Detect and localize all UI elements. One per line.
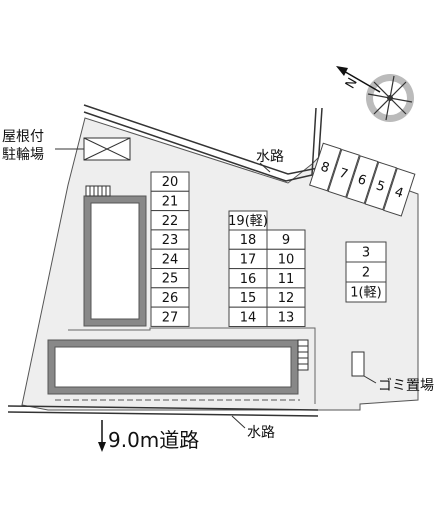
parking-slot-25-label: 25 <box>162 272 179 287</box>
waterway-bottom-label: 水路 <box>247 425 275 441</box>
parking-slot-5 <box>364 161 397 211</box>
parking-slot-23-label: 23 <box>162 233 179 248</box>
waterway-top-label: 水路 <box>256 149 284 165</box>
building-small <box>83 185 147 327</box>
building-main <box>47 339 309 401</box>
parking-slot-9-label: 9 <box>282 233 290 248</box>
parking-slot-21-label: 21 <box>162 194 179 209</box>
parking-slot-12-label: 12 <box>278 291 295 306</box>
parking-slot-4 <box>383 167 416 217</box>
parking-slot-labels: 202122232425262719(軽)1817161514910111213… <box>162 160 405 326</box>
parking-slot-6 <box>346 155 379 205</box>
bike-parking-area <box>83 137 131 161</box>
site-lot <box>21 117 419 411</box>
parking-slot-11-label: 11 <box>278 272 295 287</box>
parking-slot-c2 <box>345 281 387 303</box>
parking-slot-8-box <box>309 142 342 192</box>
parking-slot-14-label: 14 <box>240 310 257 325</box>
road-arrow <box>98 420 106 452</box>
parking-slot-7 <box>327 148 360 198</box>
parking-slot-c2-label: 1(軽) <box>350 286 381 301</box>
parking-slot-26-label: 26 <box>162 291 179 306</box>
parking-slot-19-label: 19(軽) <box>228 214 268 229</box>
parking-slot-4-box <box>383 167 416 217</box>
parking-slot-7-box <box>327 148 360 198</box>
garbage-area <box>351 351 365 377</box>
parking-slot-18-label: 18 <box>240 233 257 248</box>
parking-slot-27 <box>150 306 190 327</box>
parking-slot-13-label: 13 <box>278 310 295 325</box>
parking-slot-27-box <box>150 306 190 327</box>
bike-parking-label-line2: 駐輪場 <box>2 147 44 163</box>
parking-slot-13 <box>266 306 306 328</box>
road-label: 9.0m道路 <box>108 428 200 452</box>
waterway-bottom <box>7 405 319 417</box>
parking-slot-8 <box>309 142 342 192</box>
parking-slot-16-label: 16 <box>240 272 257 287</box>
waterway-bottom-leader <box>231 415 246 429</box>
waterway-top-leader <box>259 162 271 173</box>
parking-slot-c1-label: 2 <box>362 266 370 281</box>
parking-slot-13-box <box>266 306 306 328</box>
garbage-leader <box>363 375 377 384</box>
parking-slot-22-label: 22 <box>162 214 179 229</box>
compass-north-arrow <box>336 66 381 93</box>
parking-slot-6-box <box>346 155 379 205</box>
parking-slot-20-label: 20 <box>162 175 179 190</box>
parking-slot-c0-label: 3 <box>362 246 370 261</box>
parking-slot-15-label: 15 <box>240 291 257 306</box>
walkway-outline <box>68 327 316 404</box>
parking-slot-10-label: 10 <box>278 252 295 267</box>
bike-parking-label: 屋根付 駐輪場 <box>2 128 44 164</box>
parking-slot-c2-box <box>345 281 387 303</box>
parking-slot-5-box <box>364 161 397 211</box>
garbage-label: ゴミ置場 <box>378 378 434 394</box>
parking-slots <box>150 142 416 328</box>
parking-slot-17-label: 17 <box>240 252 257 267</box>
waterway-top <box>83 104 323 182</box>
bike-parking-label-line1: 屋根付 <box>2 129 44 145</box>
parking-slot-27-label: 27 <box>162 310 179 325</box>
compass-rose <box>366 74 414 122</box>
parking-slot-24-label: 24 <box>162 252 179 267</box>
